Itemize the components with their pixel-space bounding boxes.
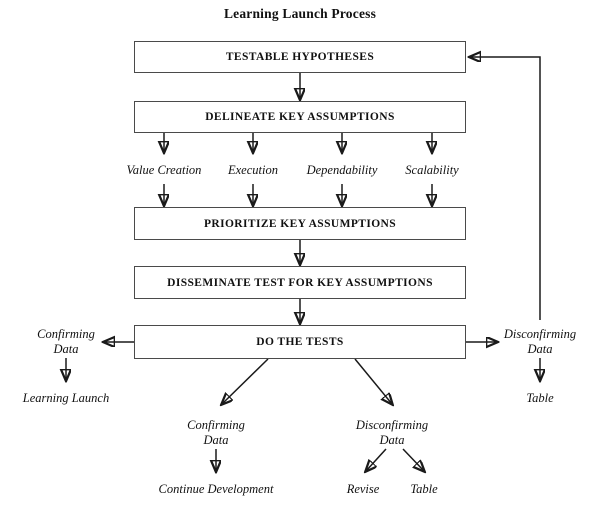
outcome-label-mid-disconfirming-data: Disconfirming Data: [355, 418, 429, 447]
outcome-label-bottom-table: Table: [410, 482, 438, 496]
process-box-label: DO THE TESTS: [256, 336, 344, 348]
outcome-label-right-disconfirming-data: Disconfirming Data: [503, 327, 577, 356]
outcome-label-left-confirming-data: Confirming Data: [37, 327, 95, 356]
outcome-label-learning-launch: Learning Launch: [22, 391, 110, 405]
edge-feedback-to-hypotheses: [470, 57, 541, 320]
outcome-label-mid-confirming-data: Confirming Data: [187, 418, 245, 447]
branch-label-execution: Execution: [228, 163, 278, 177]
edge-mid-disconfirming-to-revise: [366, 448, 387, 471]
process-box-label: DELINEATE KEY ASSUMPTIONS: [205, 111, 395, 123]
process-box-delineate-key-assumptions[interactable]: DELINEATE KEY ASSUMPTIONS: [134, 101, 466, 133]
outcome-label-continue-development: Continue Development: [158, 482, 274, 496]
process-box-do-the-tests[interactable]: DO THE TESTS: [134, 325, 466, 359]
process-box-testable-hypotheses[interactable]: TESTABLE HYPOTHESES: [134, 41, 466, 73]
outcome-label-revise: Revise: [346, 482, 380, 496]
branch-label-value-creation: Value Creation: [126, 163, 202, 177]
branch-label-dependability: Dependability: [306, 163, 378, 177]
process-box-label: DISSEMINATE TEST FOR KEY ASSUMPTIONS: [167, 276, 433, 289]
branch-label-scalability: Scalability: [405, 163, 459, 177]
outcome-label-right-table: Table: [526, 391, 554, 405]
page-title: Learning Launch Process: [223, 6, 377, 21]
process-box-label: TESTABLE HYPOTHESES: [225, 51, 375, 63]
edge-do-tests-to-mid-confirming: [222, 358, 269, 404]
process-box-prioritize-key-assumptions[interactable]: PRIORITIZE KEY ASSUMPTIONS: [134, 207, 466, 240]
process-box-label: PRIORITIZE KEY ASSUMPTIONS: [203, 217, 397, 230]
edge-mid-disconfirming-to-table: [402, 448, 424, 471]
edge-do-tests-to-mid-disconfirming: [354, 358, 392, 404]
process-box-disseminate-test-for-key-assumptions[interactable]: DISSEMINATE TEST FOR KEY ASSUMPTIONS: [134, 266, 466, 299]
